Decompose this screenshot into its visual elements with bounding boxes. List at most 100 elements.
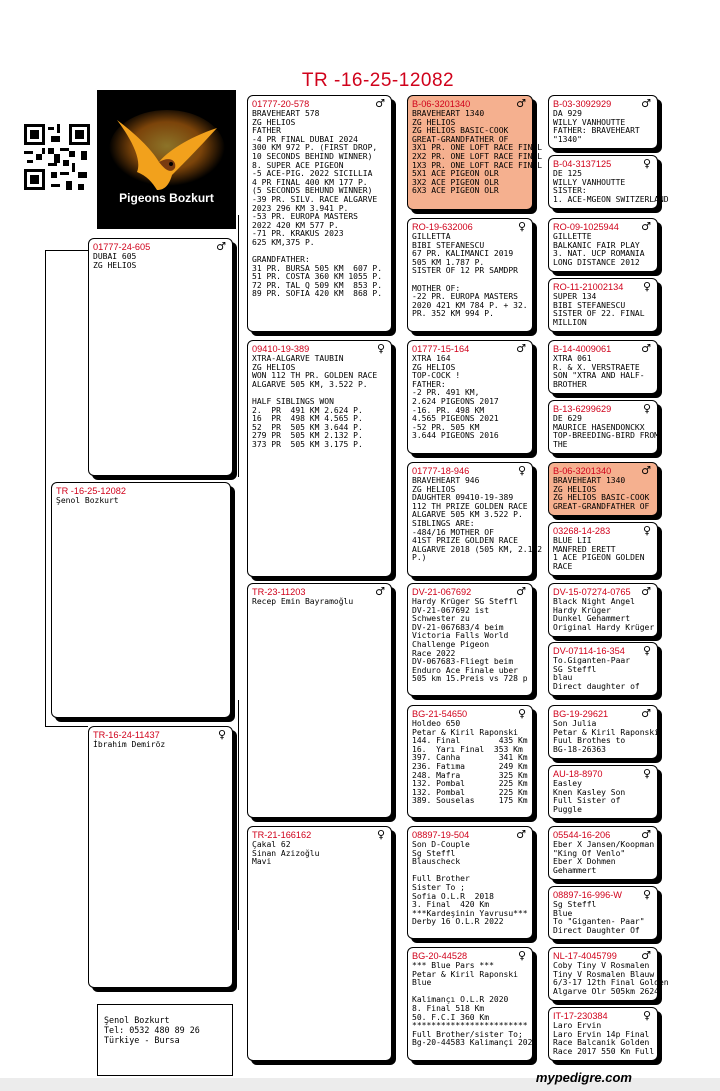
sds-card[interactable]: 01777-15-164 ♂ XTRA 164 ZG HELIOS TOP-CO… bbox=[407, 340, 533, 454]
female-icon: ♀ bbox=[642, 767, 651, 780]
site-brand[interactable]: mypedigre.com bbox=[535, 1070, 632, 1085]
male-icon: ♂ bbox=[516, 828, 526, 841]
pigeon-info: To.Giganten-Paar SG Steffl blau Direct d… bbox=[553, 656, 640, 691]
female-icon: ♀ bbox=[642, 402, 651, 415]
pigeon-info: Son Julia Petar & Kiril Raponski Fuul Br… bbox=[553, 719, 659, 754]
footer-bar bbox=[0, 1078, 720, 1091]
ring-number: TR -16-25-12082 bbox=[56, 486, 126, 496]
pigeon-info: Laro Ervin Laro Ervin 14p Final Race Bal… bbox=[553, 1021, 655, 1056]
female-icon: ♀ bbox=[642, 280, 651, 293]
g5-card[interactable]: B-06-3201340♂ BRAVEHEART 1340 ZG HELIOS … bbox=[548, 462, 658, 516]
pigeon-info: XTRA-ALGARVE TAUBIN ZG HELIOS WON 112 TH… bbox=[252, 354, 378, 449]
male-icon: ♂ bbox=[516, 342, 526, 355]
ring-number: B-06-3201340 bbox=[412, 99, 471, 109]
pigeon-info: GILLETTE BALKANIC FAIR PLAY 3. NAT. UCP … bbox=[553, 232, 645, 267]
sire-sire-card[interactable]: 01777-20-578 ♂ BRAVEHEART 578 ZG HELIOS … bbox=[247, 95, 392, 332]
male-icon: ♂ bbox=[641, 97, 651, 110]
pigeon-info: Black Night Angel Hardy Krüger Dunkel Ge… bbox=[553, 597, 655, 632]
g5-card[interactable]: BG-19-29621 ♂ Son Julia Petar & Kiril Rap… bbox=[548, 705, 659, 759]
pigeon-info: BRAVEHEART 1340 ZG HELIOS ZG HELIOS BASI… bbox=[412, 109, 543, 196]
g5-card[interactable]: RO-11-21002134 ♀ SUPER 134 BIBI STEFANESC… bbox=[548, 278, 658, 332]
female-icon: ♀ bbox=[642, 524, 651, 537]
g5-card[interactable]: DV-15-07274-0765♂ Black Night Angel Hard… bbox=[548, 583, 658, 637]
male-icon: ♂ bbox=[516, 97, 526, 110]
ring-number: NL-17-4045799 bbox=[553, 951, 617, 961]
ring-number: 08897-19-504 bbox=[412, 830, 470, 840]
dam-sire-card[interactable]: TR-23-11203 ♂ Recep Emin Bayramoğlu bbox=[247, 583, 392, 818]
g5-card[interactable]: IT-17-230384♀ Laro Ervin Laro Ervin 14p … bbox=[548, 1007, 658, 1061]
pigeon-info: BRAVEHEART 578 ZG HELIOS FATHER -4 PR FI… bbox=[252, 109, 383, 299]
pigeon-info: *** Blue Pars *** Petar & Kiril Raponski… bbox=[412, 961, 538, 1048]
female-icon: ♀ bbox=[642, 888, 651, 901]
ring-number: IT-17-230384 bbox=[553, 1011, 608, 1021]
female-icon: ♀ bbox=[517, 949, 526, 962]
pigeon-info: Coby Tiny V Rosmalen Tiny V Rosmalen Bla… bbox=[553, 961, 669, 996]
female-icon: ♀ bbox=[642, 644, 651, 657]
pedigree-title: TR -16-25-12082 bbox=[301, 70, 455, 91]
male-icon: ♂ bbox=[641, 828, 651, 841]
female-icon: ♀ bbox=[517, 220, 526, 233]
qr-code bbox=[24, 124, 90, 190]
ring-number: 03268-14-283 bbox=[553, 526, 611, 536]
pigeon-info: XTRA 164 ZG HELIOS TOP-COCK ! FATHER: -2… bbox=[412, 354, 499, 441]
dds-card[interactable]: 08897-19-504 ♂ Son D-Couple Sg Steffl Bl… bbox=[407, 826, 533, 939]
pigeon-info: DE 125 WILLY VANHOUTTE SISTER: 1. ACE-MG… bbox=[553, 169, 669, 204]
ring-number: RO-11-21002134 bbox=[553, 282, 624, 292]
female-icon: ♀ bbox=[642, 157, 651, 170]
ddd-card[interactable]: BG-20-44528 ♀ *** Blue Pars *** Petar & … bbox=[407, 947, 538, 1061]
pigeon-info: DE 629 MAURICE HASENDONCKX TOP-BREEDING-… bbox=[553, 414, 659, 449]
dam-card[interactable]: TR-16-24-11437 ♀ İbrahim Demiröz bbox=[88, 726, 233, 988]
g5-card[interactable]: AU-18-8970♀ Easley Knen Kasley Son Full … bbox=[548, 765, 658, 819]
ring-number: 09410-19-389 bbox=[252, 344, 310, 354]
ring-number: 01777-18-946 bbox=[412, 466, 470, 476]
ring-number: B-03-3092929 bbox=[553, 99, 612, 109]
g5-card[interactable]: 05544-16-206♂ Eber X Jansen/Koopman "Kin… bbox=[548, 826, 658, 880]
subject-card[interactable]: TR -16-25-12082 Şenol Bozkurt bbox=[51, 482, 231, 718]
sss-card[interactable]: B-06-3201340 ♂ BRAVEHEART 1340 ZG HELIOS… bbox=[407, 95, 543, 210]
sire-dam-card[interactable]: 09410-19-389 ♀ XTRA-ALGARVE TAUBIN ZG HE… bbox=[247, 340, 392, 577]
ring-number: BG-19-29621 bbox=[553, 709, 609, 719]
pigeon-info: Recep Emin Bayramoğlu bbox=[252, 597, 354, 606]
pigeon-info: Son D-Couple Sg Steffl Blauscheck Full B… bbox=[412, 840, 528, 927]
pigeon-info: DA 929 WILLY VANHOUTTE FATHER: BRAVEHEAR… bbox=[553, 109, 640, 144]
pigeon-info: Hardy Krüger SG Steffl DV-21-067692 ist … bbox=[412, 597, 528, 684]
g5-card[interactable]: RO-09-1025944♂ GILLETTE BALKANIC FAIR PL… bbox=[548, 218, 658, 272]
ring-number: AU-18-8970 bbox=[553, 769, 603, 779]
female-icon: ♀ bbox=[376, 342, 385, 355]
ring-number: BG-20-44528 bbox=[412, 951, 468, 961]
ring-number: B-04-3137125 bbox=[553, 159, 612, 169]
pigeon-info: SUPER 134 BIBI STEFANESCU SISTER OF 22. … bbox=[553, 292, 645, 327]
g5-card[interactable]: NL-17-4045799♂ Coby Tiny V Rosmalen Tiny… bbox=[548, 947, 669, 1001]
pigeon-info: BLUE LII MANFRED ERETT 1 ACE PIGEON GOLD… bbox=[553, 536, 645, 571]
ssd-card[interactable]: RO-19-632006 ♀ GILLETTA BIBI STEFANESCU … bbox=[407, 218, 533, 332]
dam-dam-card[interactable]: TR-21-166162 ♀ Çakal 62 Sinan Azizoğlu M… bbox=[247, 826, 392, 1061]
ring-number: 08897-16-996-W bbox=[553, 890, 622, 900]
pigeon-info: DUBAI 605 ZG HELIOS bbox=[93, 252, 137, 270]
g5-card[interactable]: 08897-16-996-W ♀ Sg Steffl Blue To "Gigan… bbox=[548, 886, 658, 940]
g5-card[interactable]: 03268-14-283 ♀ BLUE LII MANFRED ERETT 1 A… bbox=[548, 522, 658, 576]
logo-text: Pigeons Bozkurt bbox=[119, 191, 214, 205]
pigeon-info: Sg Steffl Blue To "Giganten- Paar" Direc… bbox=[553, 900, 645, 935]
g5-card[interactable]: B-13-6299629♀ DE 629 MAURICE HASENDONCKX… bbox=[548, 400, 659, 454]
ring-number: 01777-24-605 bbox=[93, 242, 151, 252]
sire-card[interactable]: 01777-24-605 ♂ DUBAI 605 ZG HELIOS bbox=[88, 238, 233, 476]
ring-number: B-06-3201340 bbox=[553, 466, 612, 476]
g5-card[interactable]: B-14-4009061♂ XTRA 061 R. & X. VERSTRAET… bbox=[548, 340, 658, 394]
owner-contact: Şenol Bozkurt Tel: 0532 480 89 26 Türkiy… bbox=[97, 1004, 233, 1076]
dsd-card[interactable]: BG-21-54650 ♀ Holdeo 650 Petar & Kiril R… bbox=[407, 705, 533, 818]
bracket-line bbox=[238, 700, 239, 930]
pigeon-info: GILLETTA BIBI STEFANESCU 67 PR. KALIMANC… bbox=[412, 232, 528, 319]
dss-card[interactable]: DV-21-067692 ♂ Hardy Krüger SG Steffl DV… bbox=[407, 583, 533, 696]
male-icon: ♂ bbox=[641, 464, 651, 477]
pigeon-info: BRAVEHEART 946 ZG HELIOS DAUGHTER 09410-… bbox=[412, 476, 543, 563]
female-icon: ♀ bbox=[517, 707, 526, 720]
male-icon: ♂ bbox=[641, 707, 651, 720]
bracket-line bbox=[45, 726, 88, 727]
pigeon-info: İbrahim Demiröz bbox=[93, 740, 166, 749]
g5-card[interactable]: B-04-3137125 ♀ DE 125 WILLY VANHOUTTE SIS… bbox=[548, 155, 669, 209]
sdd-card[interactable]: 01777-18-946 ♀ BRAVEHEART 946 ZG HELIOS … bbox=[407, 462, 543, 577]
g5-card[interactable]: B-03-3092929 ♂ DA 929 WILLY VANHOUTTE FAT… bbox=[548, 95, 658, 149]
male-icon: ♂ bbox=[641, 585, 651, 598]
g5-card[interactable]: DV-07114-16-354♀ To.Giganten-Paar SG Ste… bbox=[548, 642, 658, 696]
bracket-line bbox=[45, 250, 46, 726]
